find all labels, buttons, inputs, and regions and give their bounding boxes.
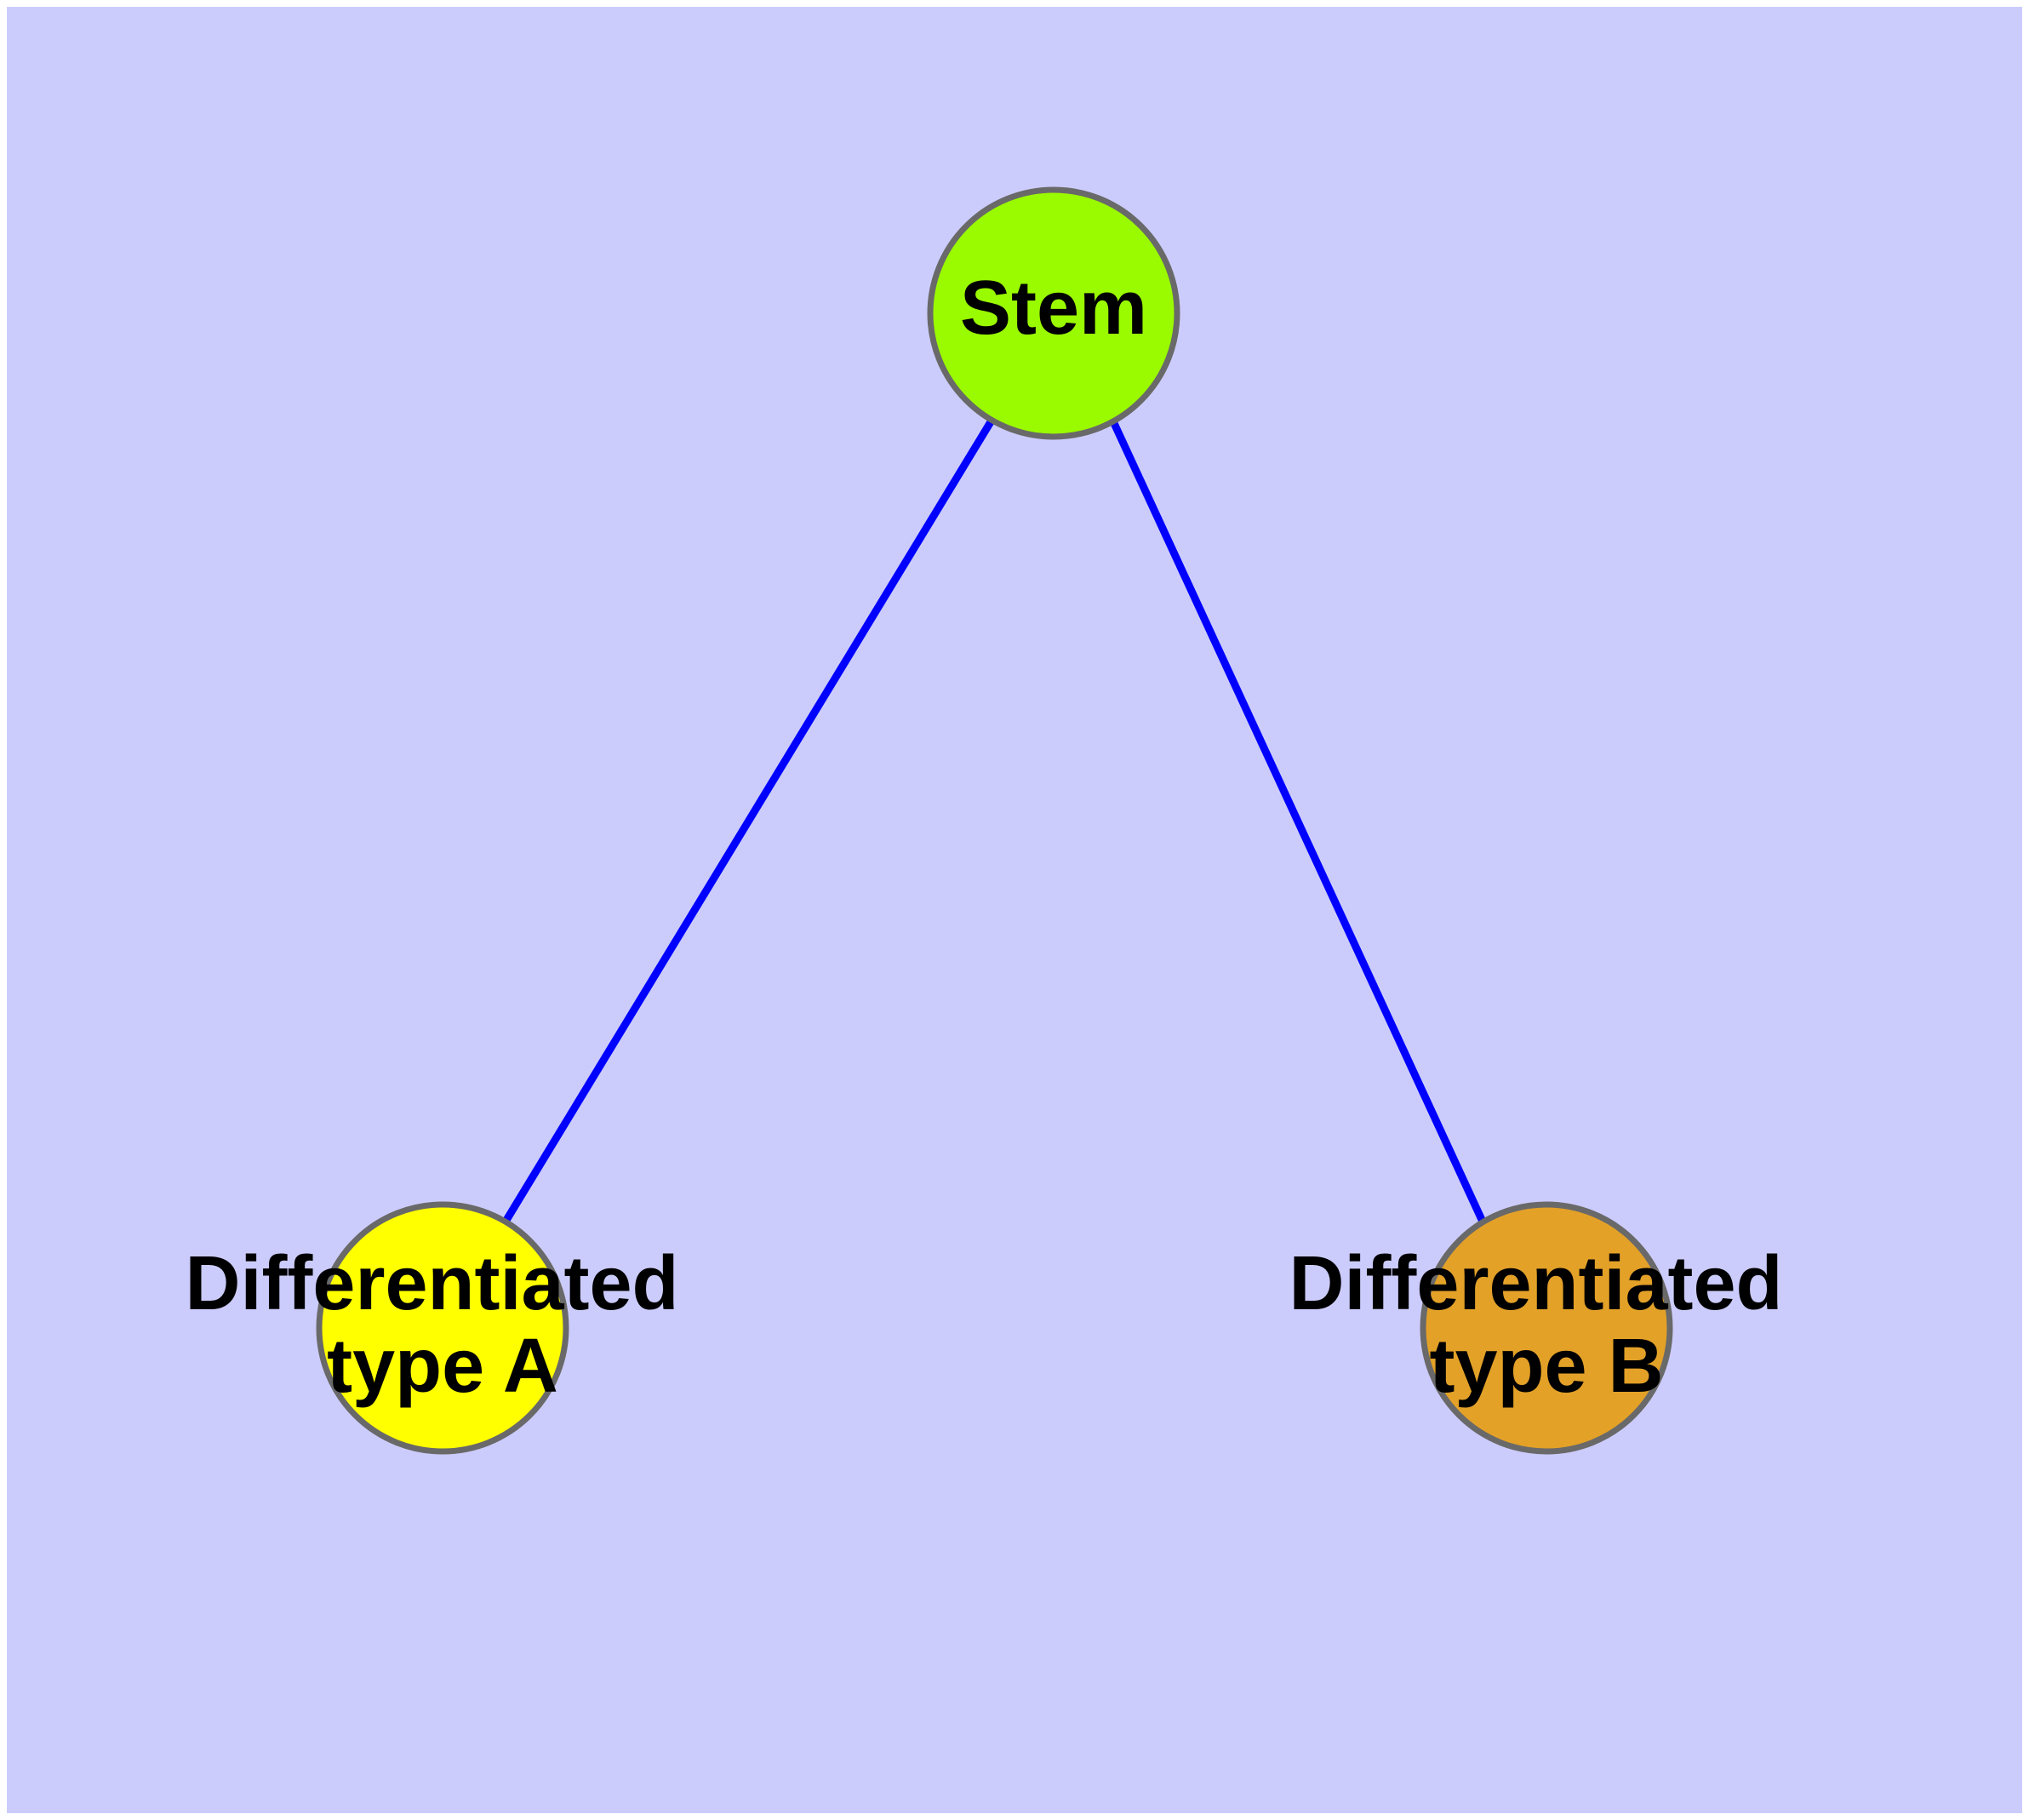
node-stem[interactable]: Stem (927, 186, 1180, 440)
node-differentiated-type-b-label: Differentiated type B (1289, 1241, 1803, 1409)
edge-stem-to-differentiated-a[interactable] (502, 418, 995, 1224)
node-stem-label: Stem (960, 266, 1147, 351)
edge-stem-to-differentiated-b[interactable] (1109, 420, 1487, 1223)
node-differentiated-type-a[interactable]: Differentiated type A (185, 1201, 700, 1455)
nodes-group: Stem Differentiated type A Differentiate… (185, 186, 1803, 1455)
node-stem-circle[interactable] (927, 186, 1180, 440)
edges-group (502, 418, 1487, 1224)
node-differentiated-type-a-circle[interactable] (316, 1201, 569, 1455)
node-differentiated-type-a-label: Differentiated type A (185, 1241, 700, 1409)
node-differentiated-type-b-circle[interactable] (1420, 1201, 1673, 1455)
node-differentiated-type-b[interactable]: Differentiated type B (1289, 1201, 1803, 1455)
